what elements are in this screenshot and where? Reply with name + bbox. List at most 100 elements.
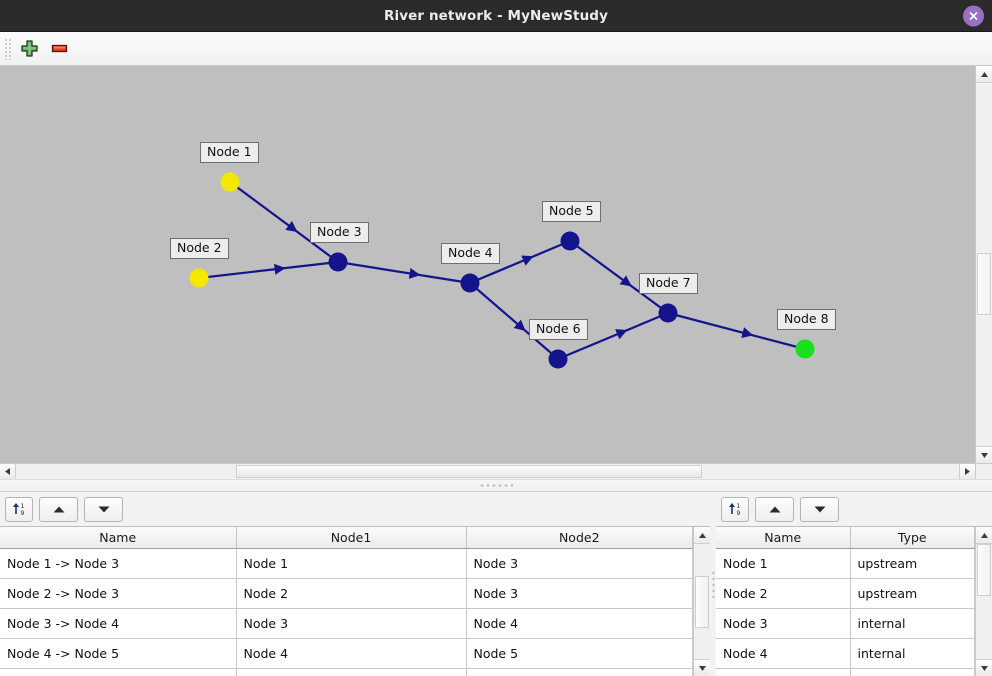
table-row[interactable]: Node 1 upstream — [716, 548, 975, 579]
nodes-vertical-scrollbar[interactable] — [975, 527, 992, 676]
edge-node4-node6[interactable] — [469, 282, 559, 360]
graph-node-node7[interactable] — [658, 303, 678, 323]
table-row-empty[interactable] — [0, 668, 693, 676]
nodes-move-up-button[interactable] — [755, 496, 794, 522]
scroll-down-button[interactable] — [976, 659, 992, 676]
scroll-left-button[interactable] — [0, 464, 16, 479]
close-button[interactable] — [963, 5, 984, 26]
graph-vscroll-thumb[interactable] — [977, 253, 991, 315]
nodes-table-host[interactable]: Name Type Node 1 upstream Node 2 u — [716, 527, 975, 676]
reaches-move-down-button[interactable] — [84, 496, 123, 522]
edge-node3-node4[interactable] — [337, 260, 471, 285]
edge-node7-node8[interactable] — [667, 311, 806, 351]
edge-node5-node7[interactable] — [569, 240, 669, 314]
cell-name[interactable]: Node 2 — [716, 578, 851, 609]
cell-empty[interactable] — [0, 668, 237, 676]
cell-name[interactable]: Node 3 — [716, 608, 851, 639]
add-node-button[interactable] — [14, 35, 44, 63]
graph-node-node8[interactable] — [795, 339, 815, 359]
nodes-sort-button[interactable]: 1 9 — [721, 496, 749, 522]
nodes-move-down-button[interactable] — [800, 496, 839, 522]
reaches-vertical-scrollbar[interactable] — [693, 527, 710, 676]
graph-node-node6[interactable] — [548, 349, 568, 369]
graph-hscroll-track[interactable] — [16, 464, 959, 479]
scroll-up-button[interactable] — [694, 527, 710, 544]
table-row[interactable]: Node 2 -> Node 3 Node 2 Node 3 — [0, 578, 693, 609]
graph-node-node1[interactable] — [220, 172, 240, 192]
cell-empty[interactable] — [850, 668, 975, 676]
cell-empty[interactable] — [236, 668, 467, 676]
reaches-sort-button[interactable]: 1 9 — [5, 496, 33, 522]
table-row-empty[interactable] — [716, 668, 975, 676]
graph-vscroll-track[interactable] — [976, 83, 992, 446]
graph-horizontal-scrollbar[interactable] — [0, 464, 975, 479]
table-row[interactable]: Node 4 internal — [716, 638, 975, 669]
cell-node2[interactable]: Node 3 — [466, 548, 693, 579]
node-label-node6[interactable]: Node 6 — [529, 319, 588, 340]
cell-node1[interactable]: Node 1 — [236, 548, 467, 579]
cell-empty[interactable] — [716, 668, 851, 676]
graph-node-node5[interactable] — [560, 231, 580, 251]
node-label-node7[interactable]: Node 7 — [639, 273, 698, 294]
cell-node1[interactable]: Node 4 — [236, 638, 467, 669]
cell-node2[interactable]: Node 5 — [466, 638, 693, 669]
node-label-node3[interactable]: Node 3 — [310, 222, 369, 243]
column-header-node2[interactable]: Node2 — [466, 527, 693, 549]
toolbar-grip[interactable] — [4, 37, 11, 60]
horizontal-splitter[interactable] — [0, 479, 992, 492]
node-label-node4[interactable]: Node 4 — [441, 243, 500, 264]
column-header-name[interactable]: Name — [716, 527, 851, 549]
graph-vertical-scrollbar[interactable] — [975, 66, 992, 463]
graph-hscroll-thumb[interactable] — [236, 465, 702, 478]
nodes-table[interactable]: Name Type Node 1 upstream Node 2 u — [716, 527, 975, 676]
column-header-node1[interactable]: Node1 — [236, 527, 467, 549]
table-row[interactable]: Node 3 internal — [716, 608, 975, 639]
cell-name[interactable]: Node 4 — [716, 638, 851, 669]
node-label-node1[interactable]: Node 1 — [200, 142, 259, 163]
reaches-vscroll-track[interactable] — [694, 544, 710, 659]
reaches-move-up-button[interactable] — [39, 496, 78, 522]
scroll-right-button[interactable] — [959, 464, 975, 479]
table-row[interactable]: Node 3 -> Node 4 Node 3 Node 4 — [0, 608, 693, 639]
cell-node2[interactable]: Node 4 — [466, 608, 693, 639]
reaches-table[interactable]: Name Node1 Node2 Node 1 -> Node 3 Node 1… — [0, 527, 693, 676]
graph-node-node4[interactable] — [460, 273, 480, 293]
node-label-node2[interactable]: Node 2 — [170, 238, 229, 259]
table-row[interactable]: Node 2 upstream — [716, 578, 975, 609]
table-row[interactable]: Node 4 -> Node 5 Node 4 Node 5 — [0, 638, 693, 669]
edge-node1-node3[interactable] — [229, 181, 339, 263]
scroll-down-button[interactable] — [976, 446, 992, 463]
graph-node-node3[interactable] — [328, 252, 348, 272]
cell-type[interactable]: upstream — [850, 578, 975, 609]
column-header-type[interactable]: Type — [850, 527, 975, 549]
vertical-splitter[interactable] — [710, 492, 716, 676]
edge-node2-node3[interactable] — [198, 260, 339, 280]
cell-empty[interactable] — [466, 668, 693, 676]
edge-node6-node7[interactable] — [557, 311, 669, 361]
cell-type[interactable]: internal — [850, 608, 975, 639]
scroll-up-button[interactable] — [976, 66, 992, 83]
graph-node-node2[interactable] — [189, 268, 209, 288]
edge-node4-node5[interactable] — [469, 239, 571, 285]
column-header-name[interactable]: Name — [0, 527, 237, 549]
cell-name[interactable]: Node 4 -> Node 5 — [0, 638, 237, 669]
reaches-table-host[interactable]: Name Node1 Node2 Node 1 -> Node 3 Node 1… — [0, 527, 693, 676]
table-row[interactable]: Node 1 -> Node 3 Node 1 Node 3 — [0, 548, 693, 579]
node-label-node5[interactable]: Node 5 — [542, 201, 601, 222]
cell-node2[interactable]: Node 3 — [466, 578, 693, 609]
cell-node1[interactable]: Node 3 — [236, 608, 467, 639]
nodes-vscroll-track[interactable] — [976, 544, 992, 659]
scroll-down-button[interactable] — [694, 659, 710, 676]
cell-type[interactable]: upstream — [850, 548, 975, 579]
node-label-node8[interactable]: Node 8 — [777, 309, 836, 330]
cell-name[interactable]: Node 3 -> Node 4 — [0, 608, 237, 639]
cell-name[interactable]: Node 2 -> Node 3 — [0, 578, 237, 609]
reaches-vscroll-thumb[interactable] — [695, 576, 709, 628]
cell-node1[interactable]: Node 2 — [236, 578, 467, 609]
cell-name[interactable]: Node 1 -> Node 3 — [0, 548, 237, 579]
cell-name[interactable]: Node 1 — [716, 548, 851, 579]
nodes-vscroll-thumb[interactable] — [977, 544, 991, 596]
cell-type[interactable]: internal — [850, 638, 975, 669]
scroll-up-button[interactable] — [976, 527, 992, 544]
